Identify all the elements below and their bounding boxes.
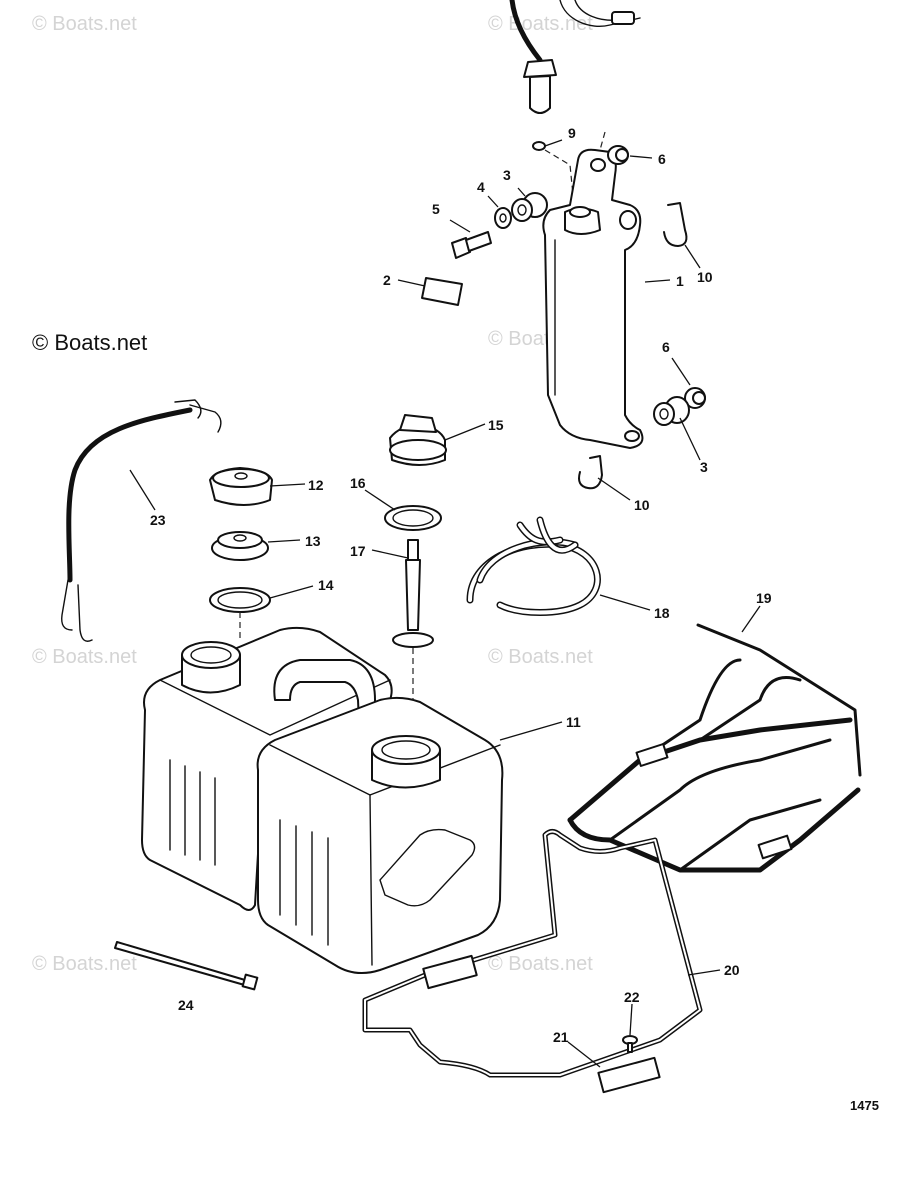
- callout-15: 15: [488, 417, 504, 433]
- part-21-clip: [597, 1056, 661, 1094]
- watermark: © Boats.net: [32, 13, 137, 35]
- callout-12: 12: [308, 477, 324, 493]
- callout-11: 11: [566, 714, 581, 730]
- part-12-fuel-cap: [209, 467, 273, 506]
- part-1-oil-reservoir: [542, 148, 644, 449]
- part-18-hose: [466, 516, 601, 616]
- callout-6: 6: [662, 339, 670, 355]
- part-4-washer: [494, 207, 512, 229]
- callout-2: 2: [383, 272, 391, 288]
- part-20-bracket: [362, 829, 703, 1078]
- watermark: © Boats.net: [488, 13, 593, 35]
- sensor-wire-assembly: [509, 0, 641, 114]
- part-16-gasket: [384, 505, 442, 531]
- part-13-vent-cap: [211, 531, 269, 561]
- part-5-bolt: [451, 231, 492, 259]
- callout-14: 14: [318, 577, 334, 593]
- callout-21: 21: [553, 1029, 569, 1045]
- part-15-fitting: [389, 414, 447, 466]
- figure-number: 1475: [850, 1098, 879, 1113]
- leader-lines: [129, 139, 761, 1068]
- watermarks: © Boats.net © Boats.net © Boats.net © Bo…: [32, 13, 593, 975]
- part-23-strap: [61, 399, 222, 642]
- callout-20: 20: [724, 962, 740, 978]
- callout-13: 13: [305, 533, 321, 549]
- part-19-cradle: [567, 623, 862, 873]
- callout-numbers: 9 6 3 4 5 2 1 10 6 3 10 15 12 13 14 16 1…: [150, 125, 772, 1045]
- callout-23: 23: [150, 512, 166, 528]
- watermark: © Boats.net: [488, 646, 593, 668]
- part-14-gasket: [209, 587, 271, 613]
- callout-10: 10: [697, 269, 713, 285]
- callout-1: 1: [676, 273, 684, 289]
- callout-18: 18: [654, 605, 670, 621]
- part-9-washer: [532, 141, 546, 151]
- callout-19: 19: [756, 590, 772, 606]
- callout-24: 24: [178, 997, 194, 1013]
- callout-5: 5: [432, 201, 440, 217]
- callout-4: 4: [477, 179, 485, 195]
- part-10-clamp: [578, 455, 603, 490]
- callout-6: 6: [658, 151, 666, 167]
- callout-16: 16: [350, 475, 366, 491]
- part-6-grommet: [684, 387, 706, 409]
- part-3-isolator: [653, 396, 690, 426]
- watermark: © Boats.net: [488, 953, 593, 975]
- part-24-tie-strap: [114, 941, 259, 991]
- callout-3: 3: [700, 459, 708, 475]
- copyright-label: © Boats.net: [32, 330, 147, 355]
- part-22-screw: [622, 1035, 638, 1053]
- part-10-clamp: [663, 202, 688, 247]
- watermark: © Boats.net: [32, 953, 137, 975]
- alignment-lines: [239, 612, 414, 700]
- part-17-pickup-tube: [392, 539, 434, 648]
- callout-3: 3: [503, 167, 511, 183]
- part-11-fuel-tank: [141, 626, 504, 975]
- part-2-decal: [421, 277, 463, 306]
- callout-17: 17: [350, 543, 366, 559]
- watermark: © Boats.net: [32, 646, 137, 668]
- callout-22: 22: [624, 989, 640, 1005]
- part-6-grommet: [607, 145, 629, 165]
- part-3-isolator: [511, 192, 548, 222]
- callout-9: 9: [568, 125, 576, 141]
- callout-10: 10: [634, 497, 650, 513]
